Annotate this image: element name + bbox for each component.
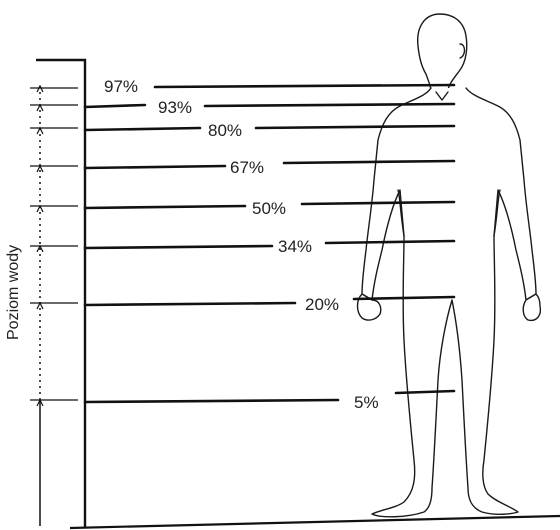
- level-markers: 97% 93% 80% 67% 50% 34% 20% 5%: [30, 77, 454, 412]
- measurement-pole: [36, 60, 85, 528]
- level-label: 67%: [230, 158, 264, 177]
- level-line-left: [85, 400, 338, 402]
- axis-arrow: [37, 86, 43, 92]
- axis-arrow: [37, 206, 43, 212]
- level-line-left: [85, 246, 272, 248]
- level-line-left: [85, 128, 200, 130]
- level-line-left: [85, 105, 145, 107]
- level-label: 5%: [354, 393, 379, 412]
- level-line-right: [396, 391, 454, 393]
- level-line-right: [155, 85, 454, 87]
- level-label: 97%: [104, 77, 138, 96]
- axis-label: Poziom wody: [5, 245, 22, 340]
- axis-arrow: [37, 128, 43, 134]
- level-label: 80%: [208, 121, 242, 140]
- level-line-left: [85, 206, 245, 208]
- level-label: 93%: [158, 98, 192, 117]
- human-figure: [358, 14, 541, 517]
- level-label: 20%: [305, 295, 339, 314]
- ground-line: [70, 516, 560, 528]
- level-line-left: [85, 166, 225, 168]
- level-label: 50%: [252, 199, 286, 218]
- level-line-left: [85, 303, 295, 305]
- level-label: 34%: [278, 237, 312, 256]
